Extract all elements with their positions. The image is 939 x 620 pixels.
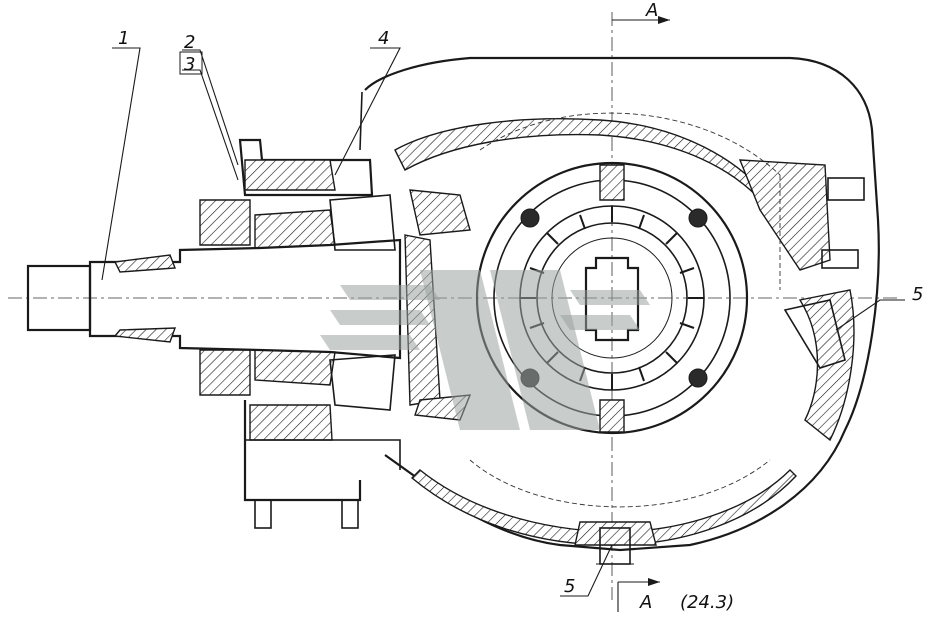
label-part-5-right: 5 [912,284,923,305]
label-part-2: 2 [184,32,195,53]
section-reference: (24.3) [680,592,734,613]
stud-right [341,499,359,529]
stud-left [254,499,272,529]
right-fittings [783,177,865,369]
bearing-housing [199,138,401,529]
section-mark-top: A [645,0,658,21]
bolt-top-left [520,208,540,228]
label-part-4: 4 [378,28,389,49]
side-plug [783,299,846,369]
label-part-1: 1 [118,28,129,49]
section-mark-bottom: A [639,592,652,613]
leader-lines [101,19,905,612]
hidden-lines [469,112,781,508]
differential-assembly [475,161,749,435]
input-shaft [26,238,402,360]
label-part-3: 3 [184,54,195,75]
watermark-logo [320,270,650,430]
bolt-top-right [688,208,708,228]
housing-outline [359,56,880,565]
bolt-bottom-right [688,368,708,388]
label-part-5-bottom: 5 [564,576,575,597]
